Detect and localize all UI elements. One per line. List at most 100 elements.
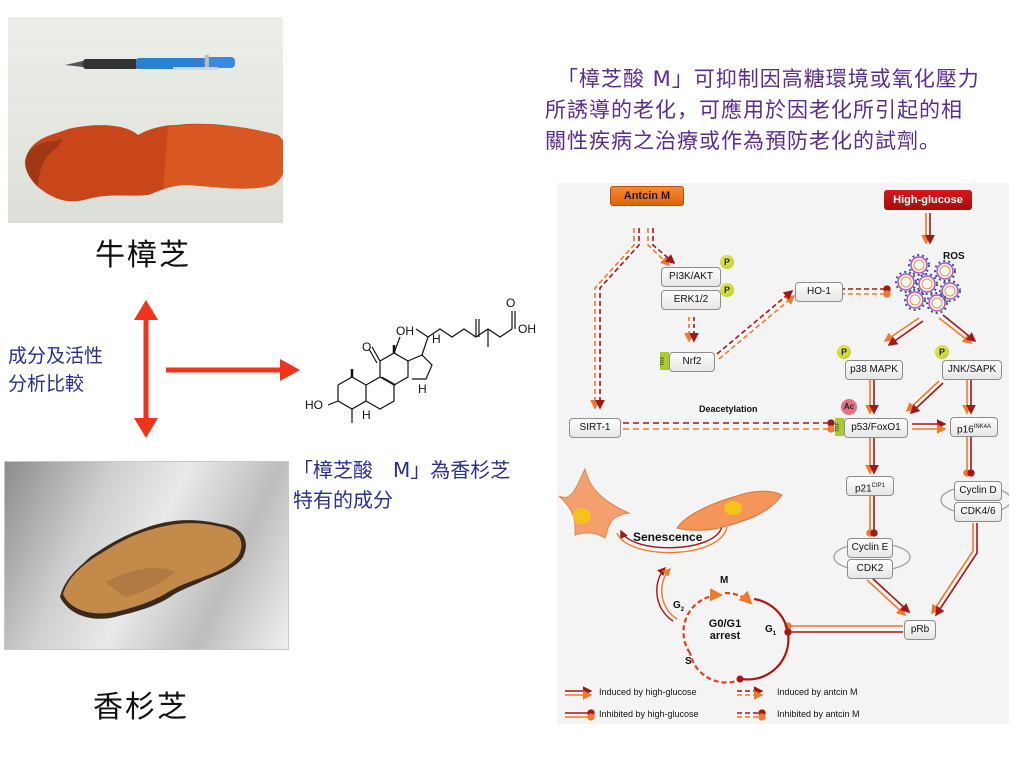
label-ros: ROS bbox=[943, 251, 965, 262]
arrow-up-icon bbox=[134, 300, 158, 320]
antcin-m-note-line-1: 「樟芝酸 M」為香杉芝 bbox=[293, 458, 511, 482]
antcin-m-note: 「樟芝酸 M」為香杉芝 特有的成分 bbox=[293, 455, 510, 515]
node-erk12: ERK1/2 bbox=[661, 290, 721, 310]
label-phase-s: S bbox=[685, 656, 692, 667]
label-arrest-line-1: G0/G1 bbox=[708, 618, 742, 630]
compare-label: 成分及活性 分析比較 bbox=[8, 342, 103, 398]
structure-label-oh-acid: OH bbox=[518, 322, 536, 336]
phospho-badge-p38: P bbox=[837, 345, 851, 359]
p16-to-cyclind-connector bbox=[963, 437, 975, 477]
node-cdk46: CDK4/6 bbox=[954, 502, 1002, 522]
label-phase-g2-sub: 2 bbox=[680, 607, 685, 613]
phospho-badge-erk: P bbox=[720, 283, 734, 297]
cdk2-to-prb-connector bbox=[866, 576, 911, 617]
structure-label-oh-top: OH bbox=[396, 324, 414, 338]
jnk-to-p53-connector bbox=[905, 380, 944, 415]
legend-induced-antcin: Induced by antcin M bbox=[777, 687, 858, 697]
caption-xiang-shan-zhi: 香杉芝 bbox=[93, 690, 189, 725]
label-phase-g2: G2 bbox=[673, 600, 684, 613]
legend-symbols bbox=[565, 686, 766, 721]
node-prb: pRb bbox=[904, 620, 936, 640]
node-p21-label: p21 bbox=[854, 483, 872, 495]
ros-cluster-icon bbox=[895, 254, 961, 314]
compare-label-line-2: 分析比較 bbox=[8, 373, 85, 395]
structure-label-ho: HO bbox=[305, 398, 323, 412]
caption-niu-zhang-zhi: 牛樟芝 bbox=[95, 238, 191, 273]
erk-to-nrf2-connector bbox=[684, 317, 699, 343]
niu-zhang-zhi-photo bbox=[8, 17, 283, 223]
phospho-badge-jnk: P bbox=[935, 345, 949, 359]
prb-to-g1-connector bbox=[784, 622, 903, 636]
node-jnk-sapk: JNK/SAPK bbox=[942, 360, 1002, 380]
structure-label-h-14: H bbox=[418, 382, 427, 396]
node-pi3k-akt: PI3K/AKT bbox=[661, 267, 721, 287]
trf-badge-p53: TRF bbox=[835, 418, 844, 436]
label-phase-g1-text: G bbox=[765, 624, 773, 635]
node-high-glucose: High-glucose bbox=[884, 190, 972, 210]
acetyl-badge-p53: Ac bbox=[841, 399, 857, 415]
label-phase-g1-sub: 1 bbox=[772, 631, 777, 637]
antcin-m-note-line-2: 特有的成分 bbox=[293, 488, 393, 512]
trf-badge-nrf2: TRF bbox=[660, 352, 669, 370]
jnk-to-p16-connector bbox=[962, 379, 976, 415]
compare-label-line-1: 成分及活性 bbox=[8, 345, 104, 367]
legend-induced-glucose: Induced by high-glucose bbox=[599, 687, 697, 697]
heading-line-1: 「樟芝酸 M」可抑制因高糖環境或氧化壓力 bbox=[557, 67, 980, 91]
antcin-to-pi3k-connector bbox=[647, 228, 676, 267]
heading-text: 「樟芝酸 M」可抑制因高糖環境或氧化壓力 所誘導的老化，可應用於因老化所引起的相… bbox=[545, 64, 1020, 157]
node-p16: p16INK4A bbox=[950, 417, 998, 437]
legend-inhibited-glucose: Inhibited by high-glucose bbox=[599, 709, 699, 719]
node-p21-superscript: CIP1 bbox=[871, 483, 886, 489]
sirt1-to-p53-connector bbox=[623, 419, 835, 433]
structure-label-h-5: H bbox=[362, 408, 371, 422]
label-phase-m: M bbox=[720, 575, 729, 586]
node-nrf2: Nrf2 bbox=[669, 352, 715, 372]
legend-inhibited-antcin: Inhibited by antcin M bbox=[777, 709, 860, 719]
cdk46-to-prb-connector bbox=[931, 523, 978, 617]
ros-to-p38-connector bbox=[883, 317, 924, 346]
p53-to-p16-connector bbox=[912, 419, 947, 434]
structure-label-o-acid: O bbox=[506, 296, 515, 310]
node-antcin-m: Antcin M bbox=[610, 186, 684, 206]
cell-cycle-circle bbox=[682, 588, 790, 684]
ros-to-jnk-connector bbox=[938, 314, 977, 344]
antcin-to-sirt1-connector bbox=[590, 228, 640, 410]
glucose-to-ros-connector bbox=[921, 213, 935, 245]
node-cyclin-d: Cyclin D bbox=[954, 481, 1002, 501]
phospho-badge-pi3k: P bbox=[720, 255, 734, 269]
ho1-to-ros-connector bbox=[840, 285, 891, 298]
label-senescence: Senescence bbox=[633, 530, 703, 544]
antcin-m-pathway-diagram: Antcin M High-glucose ROS PI3K/AKT P ERK… bbox=[557, 183, 1009, 724]
p21-to-cycline-connector bbox=[866, 495, 878, 537]
label-arrest: G0/G1 arrest bbox=[705, 618, 745, 642]
heading-line-3: 關性疾病之治療或作為預防老化的試劑。 bbox=[545, 129, 941, 153]
p53-to-p21-connector bbox=[865, 437, 879, 475]
nrf2-to-ho1-connector bbox=[716, 289, 796, 360]
label-arrest-line-2: arrest bbox=[709, 630, 741, 642]
heading-line-2: 所誘導的老化，可應用於因老化所引起的相 bbox=[545, 98, 963, 122]
node-sirt1: SIRT-1 bbox=[569, 418, 621, 438]
structure-label-h-17: H bbox=[432, 332, 441, 346]
senescence-arc bbox=[616, 525, 728, 554]
node-cyclin-e: Cyclin E bbox=[847, 538, 893, 558]
senescent-cell-left bbox=[558, 467, 631, 539]
node-cdk2: CDK2 bbox=[847, 559, 893, 579]
node-p53-foxo1: p53/FoxO1 bbox=[844, 418, 908, 438]
node-p38-mapk: p38 MAPK bbox=[845, 360, 903, 380]
node-p16-label: p16 bbox=[956, 424, 974, 436]
structure-label-o-keto: O bbox=[362, 340, 371, 354]
p38-to-p53-connector bbox=[865, 379, 879, 415]
node-p16-superscript: INK4A bbox=[973, 424, 992, 430]
label-deacetylation: Deacetylation bbox=[699, 404, 758, 414]
node-ho1: HO-1 bbox=[795, 282, 843, 302]
cycle-to-senescence-connector bbox=[656, 566, 678, 622]
comparison-arrows bbox=[134, 300, 300, 438]
arrow-right-icon bbox=[280, 359, 300, 381]
pathway-connectors bbox=[558, 213, 1009, 721]
fungus-illustration bbox=[60, 520, 246, 619]
node-p21: p21CIP1 bbox=[846, 476, 894, 496]
cell-nucleus-left bbox=[573, 508, 591, 524]
fungus-pencil-illustration bbox=[25, 55, 283, 202]
label-phase-g2-text: G bbox=[673, 600, 681, 611]
arrow-down-icon bbox=[134, 418, 158, 438]
